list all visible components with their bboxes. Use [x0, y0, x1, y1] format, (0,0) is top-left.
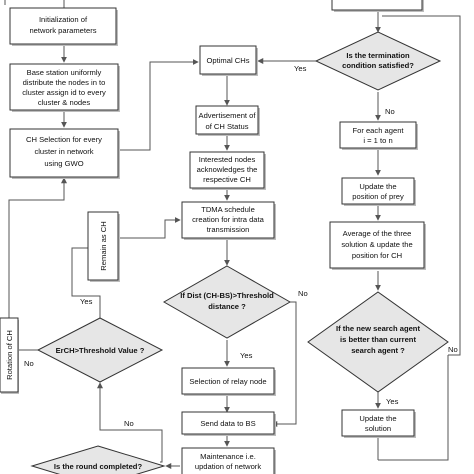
conn-rotation-chsel	[8, 177, 67, 318]
remain-ch-label: Remain as CH	[99, 221, 108, 270]
maint-line1: Maintenance i.e.	[200, 452, 256, 461]
label-no-dist: No	[298, 289, 308, 298]
new-line3: search agent ?	[351, 346, 405, 355]
label-no-term: No	[385, 107, 395, 116]
send-bs-label: Send data to BS	[200, 419, 255, 428]
foreach-line1: For each agent	[352, 126, 404, 135]
round-label: Is the round completed?	[54, 462, 143, 471]
conn-dist-no	[271, 301, 297, 427]
label-yes-optimal: Yes	[294, 64, 307, 73]
conn-solution-loop	[378, 355, 449, 461]
diamond-dist: If Dist (CH-BS)>Threshold distance ?	[162, 265, 292, 339]
bs-line4: cluster & nodes	[38, 98, 91, 107]
term-line1: Is the termination	[346, 51, 410, 60]
interested-line1: Interested nodes	[199, 155, 256, 164]
box-send-bs: Send data to BS	[181, 411, 276, 436]
average-line3: position for CH	[352, 251, 402, 260]
diamond-round: Is the round completed?	[30, 445, 166, 474]
erch-label: ErCH>Threshold Value ?	[56, 346, 145, 355]
chsel-line3: using GWO	[44, 159, 83, 168]
diamond-erch: ErCH>Threshold Value ?	[36, 317, 164, 383]
chsel-line1: CH Selection for every	[26, 135, 102, 144]
box-relay-selection: Selection of relay node	[181, 367, 276, 396]
term-line2: condition satisfied?	[342, 61, 414, 70]
advert-line1: Advertisement of	[199, 111, 257, 120]
diamond-termination: Is the termination condition satisfied?	[314, 31, 442, 91]
box-remain-ch: Remain as CH	[87, 211, 120, 282]
bs-line3: cluster assign id to every	[22, 88, 106, 97]
interested-line2: acknowledges the	[197, 165, 258, 174]
tdma-line1: TDMA schedule	[201, 205, 255, 214]
diamond-new-search: If the new search agent is better than c…	[307, 291, 449, 393]
box-bs-distribute: Base station uniformly distribute the no…	[9, 63, 120, 112]
tdma-line3: transmission	[207, 225, 250, 234]
conn-erch-yes	[71, 247, 101, 318]
new-line1: If the new search agent	[336, 324, 420, 333]
box-maintenance: Maintenance i.e. updation of network	[181, 447, 276, 474]
init-params-line1: Initialization of	[39, 15, 88, 24]
maint-line2: updation of network	[195, 462, 261, 471]
conn-new-no	[382, 15, 461, 356]
average-line2: solution & update the	[341, 240, 412, 249]
box-for-each-agent: For each agent i = 1 to n	[339, 121, 418, 150]
label-yes-new: Yes	[386, 397, 399, 406]
box-rotation-ch: Rotation of CH	[0, 317, 19, 394]
connectors	[4, 0, 461, 469]
new-line2: is better than current	[340, 335, 416, 344]
average-line1: Average of the three	[343, 229, 412, 238]
label-no-new: No	[448, 345, 458, 354]
box-tdma: TDMA schedule creation for intra data tr…	[181, 201, 276, 240]
tdma-line2: creation for intra data	[192, 215, 265, 224]
solution-line2: solution	[365, 424, 391, 433]
foreach-line2: i = 1 to n	[363, 136, 392, 145]
box-average: Average of the three solution & update t…	[329, 221, 426, 270]
conn-round-erch	[97, 382, 163, 463]
label-no-round: No	[124, 419, 134, 428]
dist-line2: distance ?	[208, 302, 246, 311]
box-init-params: Initialization of network parameters	[9, 7, 118, 46]
bs-line2: distribute the nodes in to	[23, 78, 106, 87]
solution-line1: Update the	[359, 414, 396, 423]
conn-remain-tdma	[118, 217, 181, 239]
rotation-ch-label: Rotation of CH	[5, 330, 14, 380]
label-no-erch: No	[24, 359, 34, 368]
box-update-prey: Update the position of prey	[341, 177, 416, 206]
box-optimal-chs: Optimal CHs	[199, 45, 258, 76]
box-advertisement: Advertisement of of CH Status	[195, 105, 260, 136]
conn-chsel-optimal	[118, 59, 199, 151]
init-params-line2: network parameters	[29, 26, 96, 35]
label-yes-erch: Yes	[80, 297, 93, 306]
box-ch-selection: CH Selection for every cluster in networ…	[9, 128, 120, 179]
prey-line2: position of prey	[352, 192, 404, 201]
dist-line1: If Dist (CH-BS)>Threshold	[180, 291, 274, 300]
box-update-solution: Update the solution	[341, 409, 416, 438]
bs-line1: Base station uniformly	[27, 68, 102, 77]
relay-label: Selection of relay node	[189, 377, 266, 386]
optimal-chs-label: Optimal CHs	[206, 56, 249, 65]
interested-line3: respective CH	[203, 175, 251, 184]
chsel-line2: cluster in network	[34, 147, 93, 156]
advert-line2: of CH Status	[205, 122, 248, 131]
label-yes-dist: Yes	[240, 351, 253, 360]
box-right-top	[331, 0, 424, 12]
prey-line1: Update the	[359, 182, 396, 191]
box-interested-nodes: Interested nodes acknowledges the respec…	[189, 151, 266, 190]
edge-labels: Yes No No Yes Yes No No No Yes	[24, 64, 458, 428]
